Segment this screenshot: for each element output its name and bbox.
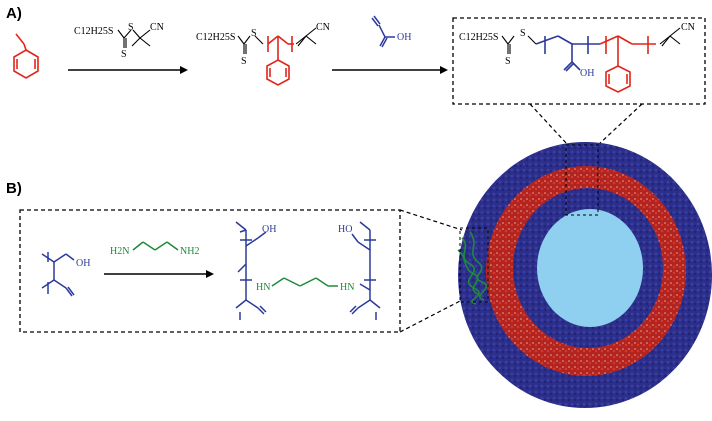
block-copolymer-box: C12H25S S S CN OH	[452, 17, 706, 105]
acid-unit-oh: OH	[76, 258, 90, 269]
cta1-s-top: S	[128, 22, 134, 33]
block-s-bottom: S	[505, 56, 511, 67]
block-cta-text: C12H25S	[459, 32, 498, 43]
zoom-lines-b	[399, 209, 463, 333]
block-acid-oh: OH	[580, 68, 594, 79]
reaction-arrow-2	[332, 66, 448, 74]
block-s-top: S	[520, 28, 526, 39]
reaction-arrow-1	[68, 66, 188, 74]
panel-label-b: B)	[6, 180, 22, 197]
polystyrene-macro-cta: C12H25S S S CN	[196, 22, 330, 86]
diamine-left: H2N	[110, 246, 129, 257]
cta1-cn: CN	[150, 22, 164, 33]
crosslinker-strands	[457, 231, 488, 305]
macro-cta-s-top: S	[251, 28, 257, 39]
product-oh-right: HO	[338, 224, 352, 235]
diamine-right: NH2	[180, 246, 199, 257]
product-hn-left: HN	[256, 282, 270, 293]
zoom-window-left	[459, 227, 489, 303]
crosslinking-box: OH H2N NH2	[19, 209, 401, 333]
cta-reagent-1: C12H25S S S CN	[74, 22, 164, 60]
macro-cta-text: C12H25S	[196, 32, 235, 43]
zoom-window-top	[565, 144, 599, 216]
acrylic-acid-oh: OH	[397, 32, 411, 43]
styrene-monomer	[13, 33, 39, 79]
crosslinked-product: OH HO HN HN	[235, 221, 381, 320]
zoom-lines-a	[529, 103, 643, 146]
product-oh-left: OH	[262, 224, 276, 235]
aqueous-core	[537, 209, 643, 327]
macro-cta-s-bottom: S	[241, 56, 247, 67]
panel-label-a: A)	[6, 5, 22, 22]
product-hn-right: HN	[340, 282, 354, 293]
diamine-crosslinker: H2N NH2	[110, 241, 199, 257]
macro-cta-cn: CN	[316, 22, 330, 33]
vesicle-particle	[457, 142, 712, 408]
acid-unit	[41, 252, 75, 297]
cta1-s-bottom: S	[121, 49, 127, 60]
block-cn: CN	[681, 22, 695, 33]
acrylic-acid-reagent: OH	[371, 15, 411, 48]
reaction-arrow-3	[104, 270, 214, 278]
cta1-text: C12H25S	[74, 26, 113, 37]
